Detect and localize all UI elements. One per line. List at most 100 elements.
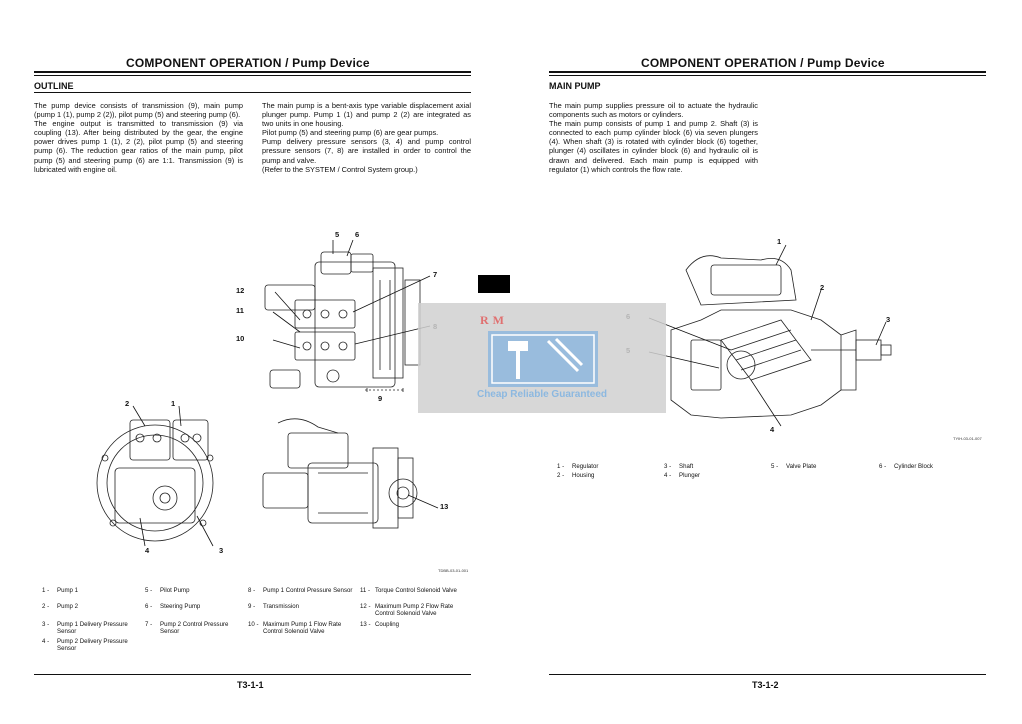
legend-text: Pump 1 Delivery Pressure Sensor (57, 621, 128, 636)
page-header-title: COMPONENT OPERATION / Pump Device (641, 56, 885, 70)
header-rule (34, 71, 471, 73)
legend-text: Regulator (572, 463, 599, 470)
legend-number: 2 - (42, 603, 50, 610)
outline-column-1: The pump device consists of transmission… (34, 101, 243, 174)
figure-code: TYIH-03-01-007 (953, 436, 982, 441)
callout-label: 3 (219, 546, 224, 555)
pump-device-front-illustration (264, 240, 431, 392)
legend-item: 2 -Housing (557, 472, 657, 479)
legend-number: 4 - (42, 638, 50, 645)
legend-number: 4 - (664, 472, 672, 479)
paragraph: The pump device consists of transmission… (34, 101, 243, 120)
legend-item: 12 - Maximum Pump 2 Flow Rate Control Sol… (360, 603, 470, 617)
callout-label: 3 (886, 315, 891, 324)
legend-text: Plunger (679, 472, 701, 479)
legend-number: 6 - (879, 463, 887, 470)
legend-text: Torque Control Solenoid Valve (375, 587, 457, 594)
legend-item: 4 -Pump 2 Delivery Pressure Sensor (42, 638, 137, 652)
legend-item: 6 - Steering Pump (145, 603, 240, 610)
legend-number: 2 - (557, 472, 565, 479)
header-rule-thin (549, 75, 986, 76)
legend-text: Coupling (375, 621, 400, 628)
legend-number: 13 - (360, 621, 371, 628)
legend-item: 10 -Maximum Pump 1 Flow Rate Control Sol… (248, 621, 356, 635)
callout-label: 1 (777, 237, 782, 246)
figure-code: TDBB-03-01-001 (438, 568, 469, 573)
legend-item: 7 - Pump 2 Control Pressure Sensor (145, 621, 245, 635)
page-right: COMPONENT OPERATION / Pump Device MAIN P… (511, 0, 1022, 724)
legend-item: 13 - Coupling (360, 621, 470, 628)
legend-item: 11 - Torque Control Solenoid Valve (360, 587, 470, 594)
legend-number: 11 - (360, 587, 371, 594)
callout-label: 11 (236, 306, 244, 315)
outline-column-2: The main pump is a bent-axis type variab… (262, 101, 471, 174)
callout-label: 12 (236, 286, 245, 295)
header-rule-thin (34, 75, 471, 76)
legend-item: 6 -Cylinder Block (879, 463, 979, 470)
header-rule (549, 71, 986, 73)
legend-text: Transmission (263, 603, 300, 610)
legend-number: 8 - (248, 587, 256, 594)
main-pump-text: The main pump supplies pressure oil to a… (549, 101, 758, 174)
paragraph: The main pump is a bent-axis type variab… (262, 101, 471, 129)
legend-number: 9 - (248, 603, 256, 610)
main-pump-cutaway-illustration (648, 244, 892, 427)
pump-device-rear-illustration (96, 405, 214, 547)
paragraph: The main pump supplies pressure oil to a… (549, 101, 758, 120)
legend-number: 1 - (42, 587, 50, 594)
footer-rule (34, 674, 471, 675)
callout-label: 2 (820, 283, 825, 292)
paragraph: The engine output is transmitted to tran… (34, 119, 243, 174)
callout-label: 5 (335, 230, 340, 239)
legend-item: 8 - Pump 1 Control Pressure Sensor (248, 587, 353, 594)
page-number: T3-1-2 (752, 680, 779, 690)
legend-text: Maximum Pump 1 Flow Rate Control Solenoi… (263, 621, 342, 636)
watermark: RM Cheap Reliable Guaranteed (418, 303, 666, 413)
legend-item: 9 - Transmission (248, 603, 353, 610)
callout-label: 6 (355, 230, 360, 239)
page-number: T3-1-1 (237, 680, 264, 690)
paragraph: (Refer to the SYSTEM / Control System gr… (262, 164, 418, 174)
legend-number: 3 - (664, 463, 672, 470)
watermark-tagline: Cheap Reliable Guaranteed (476, 389, 608, 400)
callout-label: 13 (440, 502, 449, 511)
section-title: OUTLINE (34, 81, 74, 91)
legend-number: 5 - (771, 463, 779, 470)
legend-text: Shaft (679, 463, 694, 470)
section-rule (34, 92, 471, 93)
callout-label: 4 (770, 425, 775, 434)
pump-device-side-illustration (262, 418, 439, 529)
callout-label: 2 (125, 399, 130, 408)
legend-number: 6 - (145, 603, 153, 610)
legend-text: Pilot Pump (160, 587, 190, 594)
legend-number: 1 - (557, 463, 565, 470)
legend-number: 5 - (145, 587, 153, 594)
legend-number: 3 - (42, 621, 50, 628)
legend-text: Pump 1 (57, 587, 79, 594)
legend-item: 2 - Pump 2 (42, 603, 137, 610)
callout-label: 9 (378, 394, 383, 403)
footer-rule (549, 674, 986, 675)
callout-label: 10 (236, 334, 245, 343)
legend-text: Pump 2 (57, 603, 79, 610)
legend-text: Pump 1 Control Pressure Sensor (263, 587, 353, 594)
callout-label: 7 (433, 270, 438, 279)
legend-item: 5 - Pilot Pump (145, 587, 240, 594)
watermark-brand: RM (480, 313, 508, 327)
callout-label: 4 (145, 546, 150, 555)
section-tab-marker (478, 275, 510, 293)
page-left: COMPONENT OPERATION / Pump Device OUTLIN… (34, 56, 471, 690)
page-header-title: COMPONENT OPERATION / Pump Device (126, 56, 370, 70)
legend-text: Valve Plate (786, 463, 817, 470)
callout-label: 1 (171, 399, 176, 408)
legend-item: 3 - Pump 1 Delivery Pressure Sensor (42, 621, 137, 635)
legend-item: 5 - Valve Plate (771, 463, 871, 470)
legend-number: 12 - (360, 603, 371, 610)
legend-item: 1 - Pump 1 (42, 587, 137, 594)
section-title: MAIN PUMP (549, 81, 601, 91)
legend-number: 7 - (145, 621, 153, 628)
legend-text: Steering Pump (160, 603, 201, 610)
paragraph: Pump delivery pressure sensors (3, 4) an… (262, 137, 471, 165)
legend-text: Pump 2 Control Pressure Sensor (160, 621, 229, 636)
legend-text: Maximum Pump 2 Flow Rate Control Solenoi… (375, 603, 454, 618)
